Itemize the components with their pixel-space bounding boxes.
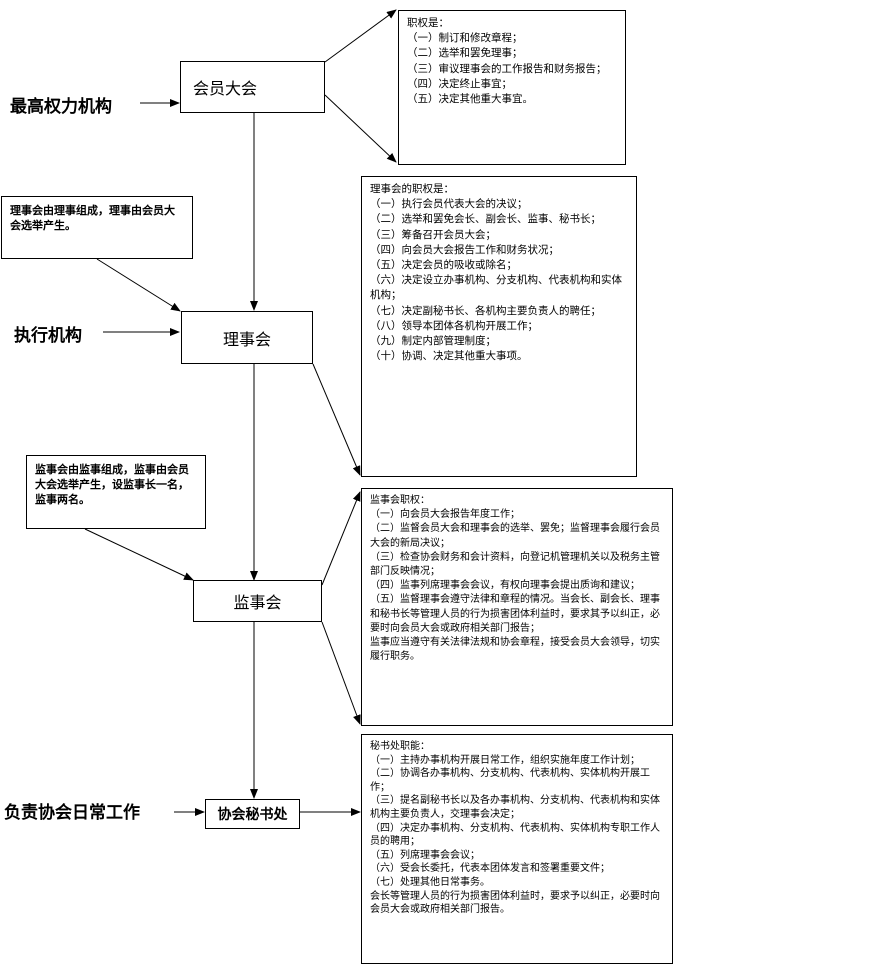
arrow-council-note-to-council (96, 258, 181, 312)
duties-secretariat: 秘书处职能： （一）主持办事机构开展日常工作，组织实施年度工作计划； （二）协调… (361, 734, 673, 964)
node-council-label: 理事会 (222, 329, 271, 349)
duties-council-line: （十）协调、决定其他重大事项。 (370, 350, 528, 363)
duties-supervisors-line: 监事会职权： (370, 495, 430, 506)
duties-council-line: （五）决定会员的吸收或除名； (370, 259, 517, 272)
duties-supervisors: 监事会职权： （一）向会员大会报告年度工作； （二）监督会员大会和理事会的选举、… (361, 488, 673, 726)
duties-council-line: （一）执行会员代表大会的决议； (370, 198, 528, 211)
callout-assembly-upper (324, 9, 397, 63)
duties-council-line: 理事会的职权是： (370, 183, 454, 195)
duties-secretariat-line: （六）受会长委托，代表本团体发言和签署重要文件； (370, 863, 610, 875)
duties-secretariat-line: （三）提名副秘书长以及各办事机构、分支机构、代表机构和实体机构主要负责人，交理事… (370, 795, 660, 820)
duties-secretariat-line: 会长等管理人员的行为损害团体利益时，要求予以纠正，必要时向会员大会或政府相关部门… (370, 890, 660, 916)
duties-council-line: （三）筹备召开会员大会； (370, 228, 496, 241)
tier-label-daily: 负责协会日常工作 (4, 803, 140, 823)
note-council-composition: 理事会由理事组成，理事由会员大会选举产生。 (1, 196, 193, 259)
duties-council-line: （四）向会员大会报告工作和财务状况； (370, 243, 559, 256)
node-secretariat: 协会秘书处 (205, 799, 300, 829)
arrow-council-to-duties (312, 363, 361, 476)
note-supervisors-composition: 监事会由监事组成，监事由会员大会选举产生，设监事长一名，监事两名。 (26, 455, 206, 529)
note-supervisors-composition-text: 监事会由监事组成，监事由会员大会选举产生，设监事长一名，监事两名。 (35, 463, 189, 506)
duties-assembly-line: 职权是： (407, 17, 449, 29)
duties-council-line: （九）制定内部管理制度； (370, 335, 496, 348)
node-assembly-label: 会员大会 (193, 79, 258, 98)
duties-council: 理事会的职权是： （一）执行会员代表大会的决议； （二）选举和罢免会长、副会长、… (361, 176, 637, 477)
duties-assembly: 职权是： （一）制订和修改章程； （二）选举和罢免理事； （三）审议理事会的工作… (398, 10, 626, 165)
duties-assembly-line: （二）选举和罢免理事； (407, 47, 523, 60)
duties-supervisors-line: （四）监事列席理事会会议，有权向理事会提出质询和建议； (370, 580, 640, 592)
tier-label-executive: 执行机构 (14, 326, 82, 346)
duties-secretariat-line: （五）列席理事会会议； (370, 849, 480, 861)
duties-supervisors-line: （二）监督会员大会和理事会的选举、罢免；监督理事会履行会员大会的新局决议； (370, 523, 660, 549)
duties-supervisors-line: （五）监督理事会遵守法律和章程的情况。当会长、副会长、理事和秘书长等管理人员的行… (370, 594, 660, 634)
duties-council-line: （七）决定副秘书长、各机构主要负责人的聘任； (370, 304, 601, 317)
duties-council-line: （二）选举和罢免会长、副会长、监事、秘书长； (370, 213, 601, 226)
duties-secretariat-line: （四）决定办事机构、分支机构、代表机构、实体机构专职工作人员的聘用； (370, 822, 660, 848)
duties-secretariat-line: 秘书处职能： (370, 741, 430, 752)
tier-label-highest: 最高权力机构 (10, 97, 112, 117)
duties-supervisors-line: （三）检查协会财务和会计资料，向登记机管理机关以及税务主管部门反映情况； (370, 551, 660, 578)
duties-assembly-line: （四）决定终止事宜； (407, 77, 512, 90)
duties-council-line: （八）领导本团体各机构开展工作； (370, 319, 538, 332)
arrow-supervisors-note-to-supervisors (84, 528, 194, 581)
callout-supervisors-upper (321, 491, 361, 586)
duties-council-line: （六）决定设立办事机构、分支机构、代表机构和实体机构； (370, 274, 622, 302)
duties-assembly-line: （五）决定其他重大事宜。 (407, 93, 533, 106)
duties-supervisors-line: （一）向会员大会报告年度工作； (370, 509, 520, 521)
callout-supervisors-lower (321, 621, 361, 725)
callout-assembly-lower (324, 94, 397, 163)
duties-secretariat-line: （二）协调各办事机构、分支机构、代表机构、实体机构开展工作； (370, 768, 650, 793)
node-secretariat-label: 协会秘书处 (217, 807, 288, 823)
note-council-composition-text: 理事会由理事组成，理事由会员大会选举产生。 (10, 204, 175, 232)
duties-assembly-line: （三）审议理事会的工作报告和财务报告； (407, 62, 607, 75)
duties-assembly-line: （一）制订和修改章程； (407, 32, 523, 45)
node-supervisors: 监事会 (193, 580, 322, 622)
duties-secretariat-line: （一）主持办事机构开展日常工作，组织实施年度工作计划； (370, 754, 640, 766)
duties-secretariat-line: （七）处理其他日常事务。 (370, 876, 490, 888)
duties-supervisors-line: 监事应当遵守有关法律法规和协会章程，接受会员大会领导，切实履行职务。 (370, 637, 660, 663)
node-council: 理事会 (181, 311, 313, 364)
node-assembly: 会员大会 (180, 61, 325, 113)
node-supervisors-label: 监事会 (233, 593, 282, 612)
